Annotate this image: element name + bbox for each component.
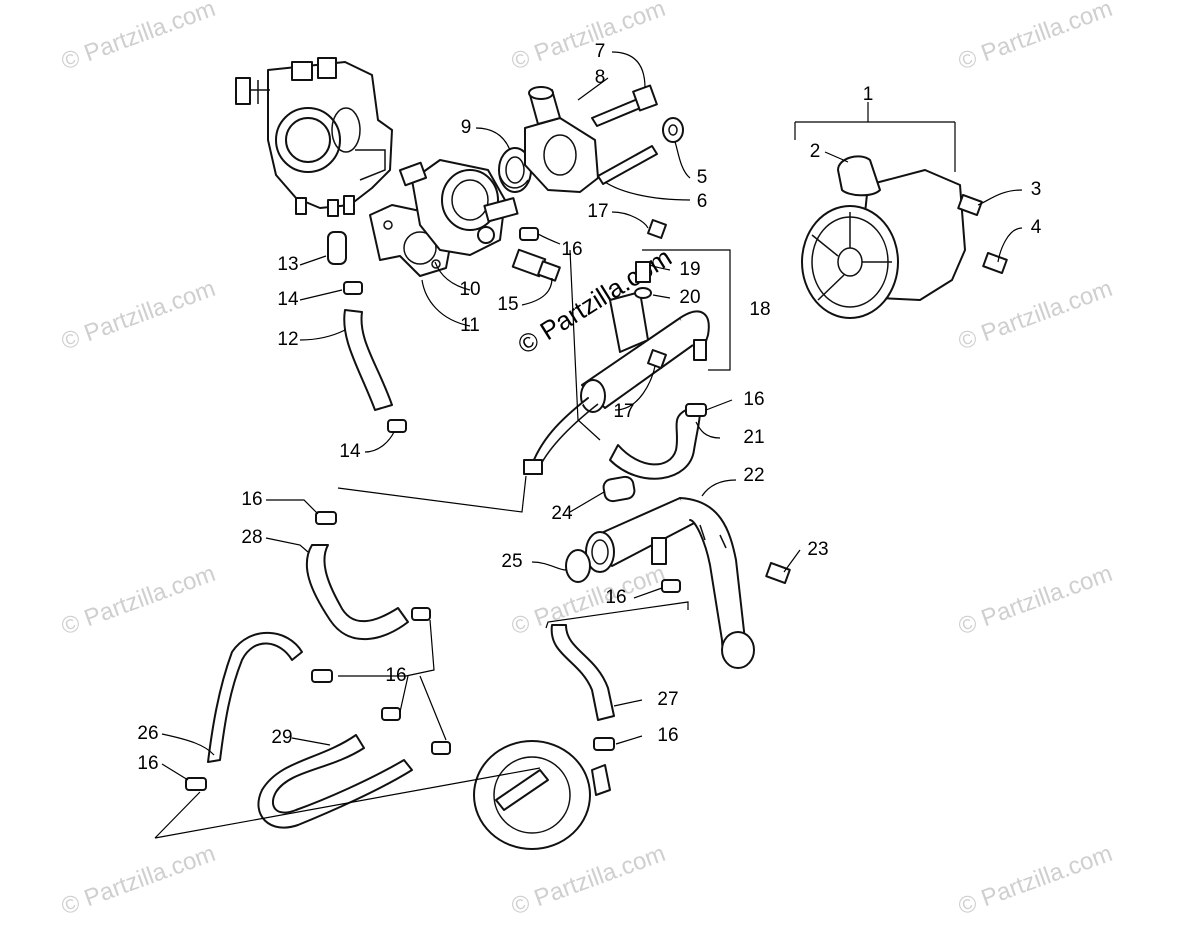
watermark: © Partzilla.com xyxy=(58,840,219,921)
watermark: © Partzilla.com xyxy=(508,0,669,76)
hose-27 xyxy=(550,624,615,721)
hose-12 xyxy=(343,309,393,411)
leader-lines xyxy=(154,51,1023,839)
callout-6: 6 xyxy=(697,191,708,212)
clamps xyxy=(185,227,707,791)
watermark: © Partzilla.com xyxy=(955,560,1116,641)
temperature-sensor xyxy=(511,248,561,282)
callout-9: 9 xyxy=(461,117,472,138)
watermark: © Partzilla.com xyxy=(955,840,1116,921)
callout-14-lower: 14 xyxy=(339,441,361,462)
callout-16-c: 16 xyxy=(241,489,262,510)
watermark: © Partzilla.com xyxy=(58,275,219,356)
callout-16-b: 16 xyxy=(743,389,764,410)
callout-16-f: 16 xyxy=(137,753,158,774)
callout-4: 4 xyxy=(1031,217,1042,238)
callout-7: 7 xyxy=(595,41,606,62)
watermark: © Partzilla.com xyxy=(955,275,1116,356)
hose-21 xyxy=(609,409,701,480)
callout-11: 11 xyxy=(460,315,480,336)
callout-17-b: 17 xyxy=(613,401,634,422)
callout-labels: 1 2 3 4 5 6 7 8 9 10 11 12 13 14 14 15 1… xyxy=(137,41,1041,774)
callout-2: 2 xyxy=(810,141,821,162)
callout-16-e: 16 xyxy=(385,665,406,686)
callout-12: 12 xyxy=(277,329,298,350)
callout-20: 20 xyxy=(679,287,700,308)
watermark: © Partzilla.com xyxy=(58,0,219,76)
callout-29: 29 xyxy=(271,727,292,748)
hose-28 xyxy=(305,544,409,641)
lower-housing xyxy=(473,740,611,850)
callout-10: 10 xyxy=(459,279,480,300)
callout-24: 24 xyxy=(551,503,573,524)
watermark: © Partzilla.com xyxy=(508,840,669,921)
callout-15: 15 xyxy=(497,294,518,315)
callout-23: 23 xyxy=(807,539,828,560)
callout-13: 13 xyxy=(277,254,298,275)
callout-16-a: 16 xyxy=(561,239,582,260)
bolts-and-washer xyxy=(591,84,684,185)
hose-29 xyxy=(257,734,413,829)
callout-17-a: 17 xyxy=(587,201,608,222)
callout-18: 18 xyxy=(749,299,770,320)
callout-21: 21 xyxy=(743,427,764,448)
callout-3: 3 xyxy=(1031,179,1042,200)
bypass-pipe-assembly xyxy=(523,219,710,475)
callout-5: 5 xyxy=(697,167,708,188)
callout-28: 28 xyxy=(241,527,262,548)
callout-26: 26 xyxy=(137,723,158,744)
callout-16-d: 16 xyxy=(605,587,626,608)
water-pipe xyxy=(565,475,791,669)
watermark: © Partzilla.com xyxy=(58,560,219,641)
callout-19: 19 xyxy=(679,259,700,280)
callout-22: 22 xyxy=(743,465,764,486)
callout-14-upper: 14 xyxy=(277,289,299,310)
hose-26 xyxy=(207,631,303,763)
callout-16-g: 16 xyxy=(657,725,678,746)
callout-27: 27 xyxy=(657,689,678,710)
water-outlet xyxy=(524,86,599,193)
callout-1: 1 xyxy=(863,84,874,105)
thermostat-housing xyxy=(369,159,519,277)
callout-25: 25 xyxy=(501,551,522,572)
watermark: © Partzilla.com xyxy=(955,0,1116,76)
hose-13 xyxy=(327,231,347,265)
water-pump xyxy=(801,155,1008,319)
callout-8: 8 xyxy=(595,67,606,88)
throttle-body xyxy=(235,57,393,217)
